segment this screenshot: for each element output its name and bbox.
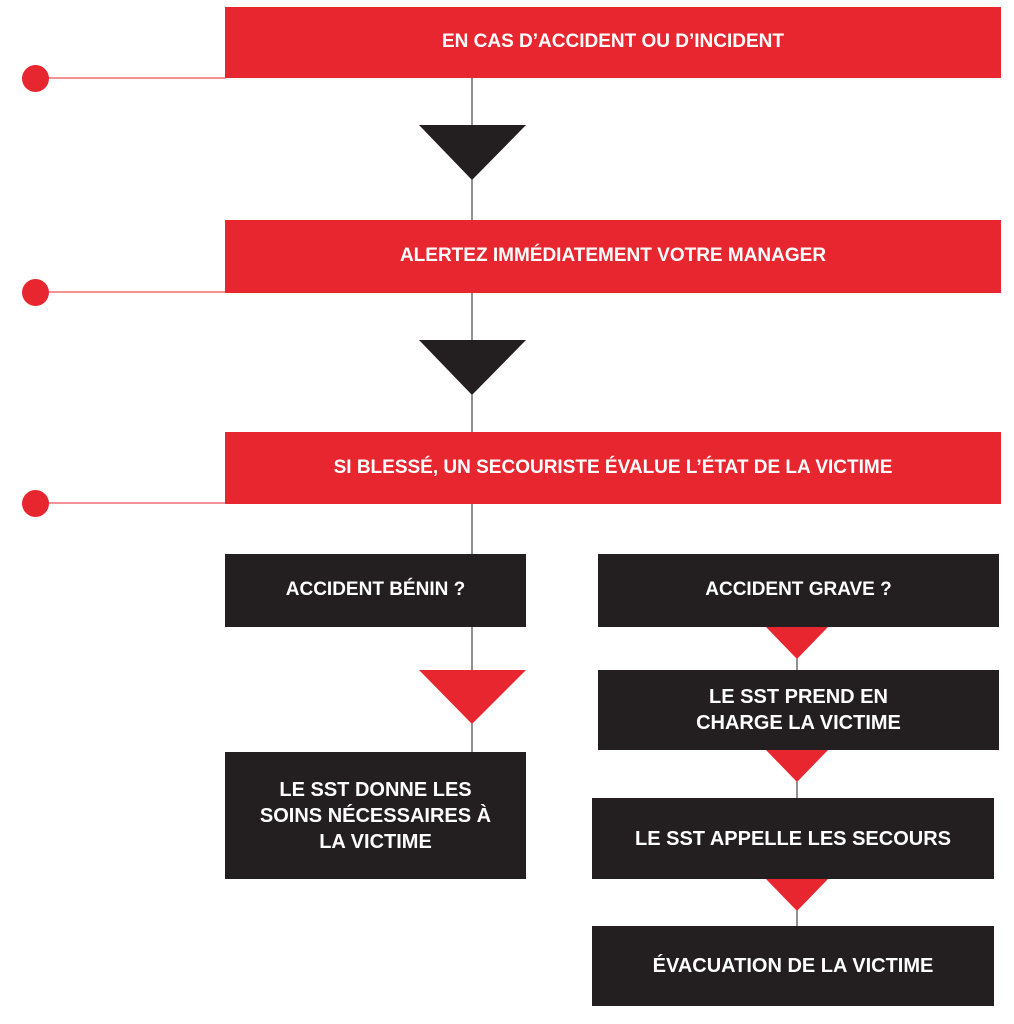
action-call-emergency: LE SST APPELLE LES SECOURS <box>592 798 994 879</box>
down-arrow-red-right-3 <box>766 879 828 911</box>
timeline-dot-3 <box>22 490 49 517</box>
down-arrow-red-right-1 <box>766 627 828 659</box>
down-arrow-red-right-2 <box>766 750 828 782</box>
question-minor-accident: ACCIDENT BÉNIN ? <box>225 554 526 627</box>
step-alert-manager: ALERTEZ IMMÉDIATEMENT VOTRE MANAGER <box>225 220 1001 293</box>
step-1-label: EN CAS D’ACCIDENT OU D’INCIDENT <box>441 31 784 53</box>
down-arrow-1 <box>419 125 526 180</box>
timeline-dot-2 <box>22 279 49 306</box>
serious-accident-label: ACCIDENT GRAVE ? <box>705 579 892 601</box>
call-emergency-label: LE SST APPELLE LES SECOURS <box>635 827 951 850</box>
action-evacuation: ÉVACUATION DE LA VICTIME <box>592 926 994 1006</box>
step-3-label: SI BLESSÉ, UN SECOURISTE ÉVALUE L’ÉTAT D… <box>333 456 893 478</box>
timeline-dot-1 <box>22 65 49 92</box>
action-take-charge: LE SST PREND EN CHARGE LA VICTIME <box>598 670 999 750</box>
down-arrow-red-left <box>419 670 526 724</box>
minor-accident-label: ACCIDENT BÉNIN ? <box>285 579 466 601</box>
step-first-aider-evaluates: SI BLESSÉ, UN SECOURISTE ÉVALUE L’ÉTAT D… <box>225 432 1001 504</box>
down-arrow-2 <box>419 340 526 395</box>
give-care-label: LE SST DONNE LES SOINS NÉCESSAIRES À LA … <box>259 778 492 853</box>
step-2-label: ALERTEZ IMMÉDIATEMENT VOTRE MANAGER <box>399 245 827 267</box>
take-charge-label: LE SST PREND EN CHARGE LA VICTIME <box>696 686 901 734</box>
question-serious-accident: ACCIDENT GRAVE ? <box>598 554 999 627</box>
step-accident-incident: EN CAS D’ACCIDENT OU D’INCIDENT <box>225 7 1001 78</box>
evacuation-label: ÉVACUATION DE LA VICTIME <box>652 955 934 977</box>
action-give-care: LE SST DONNE LES SOINS NÉCESSAIRES À LA … <box>225 752 526 879</box>
